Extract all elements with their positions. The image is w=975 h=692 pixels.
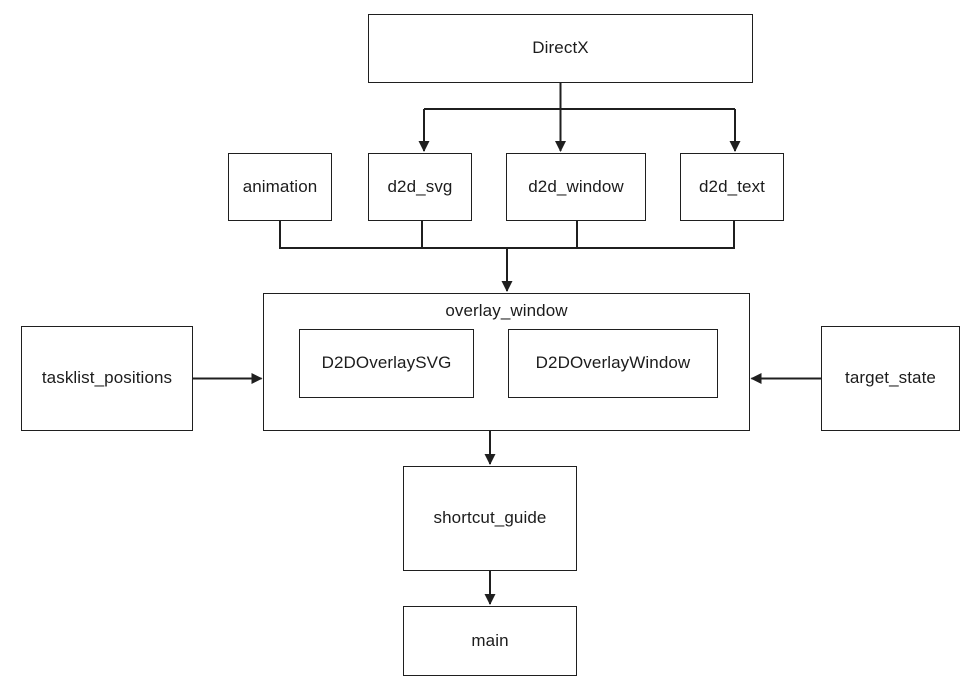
node-d2d-svg: d2d_svg	[368, 153, 472, 221]
node-overlay-window-label: overlay_window	[445, 301, 568, 320]
node-d2doverlaywindow: D2DOverlayWindow	[508, 329, 718, 398]
node-d2d-text: d2d_text	[680, 153, 784, 221]
node-target-state: target_state	[821, 326, 960, 431]
node-d2d-svg-label: d2d_svg	[387, 176, 453, 196]
node-target-state-label: target_state	[845, 368, 936, 388]
node-directx: DirectX	[368, 14, 753, 83]
node-animation: animation	[228, 153, 332, 221]
node-d2doverlaysvg: D2DOverlaySVG	[299, 329, 474, 398]
node-main: main	[403, 606, 577, 676]
node-directx-label: DirectX	[532, 38, 589, 58]
node-d2d-window-label: d2d_window	[528, 176, 624, 196]
node-main-label: main	[471, 630, 509, 650]
node-d2d-text-label: d2d_text	[698, 176, 766, 196]
node-shortcut-guide: shortcut_guide	[403, 466, 577, 571]
node-d2d-window: d2d_window	[506, 153, 646, 221]
node-tasklist-positions-label: tasklist_positions	[41, 368, 173, 388]
node-overlay-window: overlay_window D2DOverlaySVG D2DOverlayW…	[263, 293, 750, 431]
node-animation-label: animation	[242, 176, 318, 196]
node-d2doverlaysvg-label: D2DOverlaySVG	[321, 353, 452, 373]
node-shortcut-guide-label: shortcut_guide	[433, 508, 547, 528]
node-tasklist-positions: tasklist_positions	[21, 326, 193, 431]
edges-group	[193, 83, 821, 605]
node-d2doverlaywindow-label: D2DOverlayWindow	[535, 353, 691, 373]
